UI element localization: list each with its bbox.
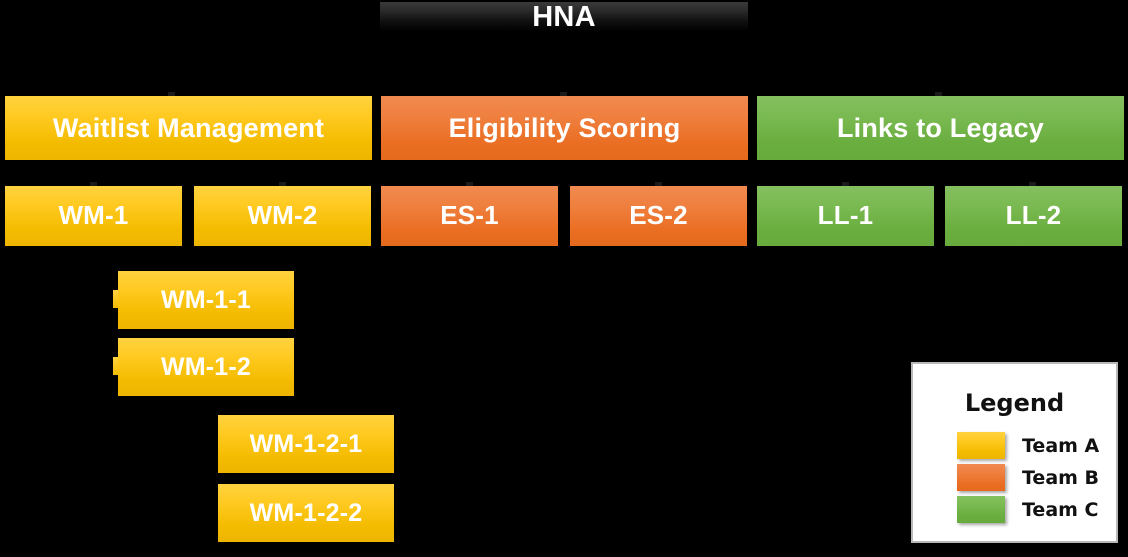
- node-wm-1-2-2[interactable]: WM-1-2-2: [218, 484, 394, 542]
- node-hna[interactable]: HNA: [380, 0, 748, 33]
- node-wm-2[interactable]: WM-2: [194, 186, 371, 246]
- legend-title: Legend: [964, 389, 1065, 417]
- node-hna-label: HNA: [532, 0, 596, 33]
- node-es-2-label: ES-2: [629, 200, 688, 231]
- legend-item-team-c: Team C: [957, 496, 1099, 523]
- connector-nub-es2: [655, 182, 662, 186]
- connector-nub-wm1: [90, 182, 97, 186]
- node-ll-2[interactable]: LL-2: [945, 186, 1122, 246]
- node-wm-1-2-label: WM-1-2: [160, 352, 252, 381]
- connector-nub-wm: [168, 92, 175, 96]
- connector-stub-wm-1-1: [113, 290, 120, 308]
- node-wm-1-2-2-label: WM-1-2-2: [249, 498, 363, 527]
- node-links-to-legacy[interactable]: Links to Legacy: [757, 96, 1124, 160]
- node-ll-1[interactable]: LL-1: [757, 186, 934, 246]
- legend-swatch-team-c: [957, 496, 1005, 523]
- connector-stub-wm-1-2: [113, 357, 120, 375]
- legend-label-team-b: Team B: [1022, 466, 1100, 489]
- node-waitlist-management[interactable]: Waitlist Management: [5, 96, 372, 160]
- node-wm-1-2-1[interactable]: WM-1-2-1: [218, 415, 394, 473]
- connector-nub-wm2: [279, 182, 286, 186]
- connector-nub-ll1: [842, 182, 849, 186]
- node-eligibility-scoring-label: Eligibility Scoring: [448, 112, 681, 143]
- node-wm-1-2[interactable]: WM-1-2: [118, 338, 294, 396]
- legend-item-team-a: Team A: [957, 432, 1099, 459]
- legend-label-team-a: Team A: [1022, 434, 1100, 457]
- node-wm-1-1-label: WM-1-1: [160, 285, 252, 314]
- legend-swatch-team-a: [957, 432, 1005, 459]
- connector-nub-ll2: [1029, 182, 1036, 186]
- node-ll-2-label: LL-2: [1005, 200, 1062, 231]
- node-wm-1-2-1-label: WM-1-2-1: [249, 429, 363, 458]
- node-es-1-label: ES-1: [440, 200, 499, 231]
- legend-item-team-b: Team B: [957, 464, 1099, 491]
- node-eligibility-scoring[interactable]: Eligibility Scoring: [381, 96, 748, 160]
- legend-label-team-c: Team C: [1022, 498, 1099, 521]
- node-wm-1-label: WM-1: [58, 200, 129, 231]
- node-wm-2-label: WM-2: [247, 200, 318, 231]
- connector-nub-es1: [466, 182, 473, 186]
- node-es-2[interactable]: ES-2: [570, 186, 747, 246]
- legend-panel: Legend Team A Team B Team C: [911, 362, 1118, 543]
- node-waitlist-management-label: Waitlist Management: [52, 112, 325, 143]
- connector-nub-ll: [935, 92, 942, 96]
- legend-swatch-team-b: [957, 464, 1005, 491]
- node-ll-1-label: LL-1: [817, 200, 874, 231]
- node-links-to-legacy-label: Links to Legacy: [836, 112, 1045, 143]
- connector-nub-es: [560, 92, 567, 96]
- node-wm-1[interactable]: WM-1: [5, 186, 182, 246]
- node-wm-1-1[interactable]: WM-1-1: [118, 271, 294, 329]
- node-es-1[interactable]: ES-1: [381, 186, 558, 246]
